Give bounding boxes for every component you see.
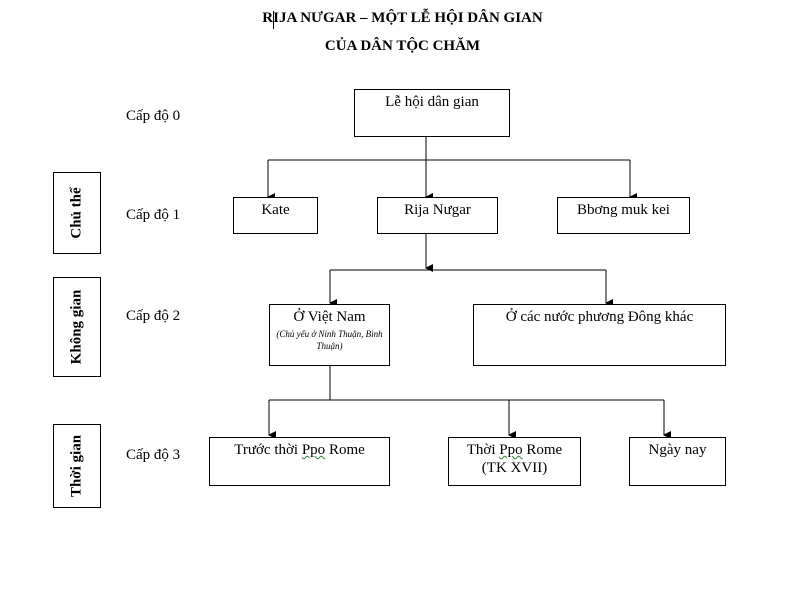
node-rija: Rija Nưgar	[377, 197, 498, 234]
level-1-label: Cấp độ 1	[126, 207, 181, 223]
node-before-suffix: Rome	[325, 442, 365, 458]
node-bbong-label: Bbơng muk kei	[577, 202, 670, 218]
title-line-2: CỦA DÂN TỘC CHĂM	[324, 38, 481, 54]
node-before: Trước thời Ppo Rome	[209, 437, 390, 486]
node-during-prefix: Thời	[466, 442, 500, 458]
node-kate-label: Kate	[261, 202, 290, 218]
node-vietnam-label: Ở Việt Nam	[293, 309, 366, 325]
level-2-label: Cấp độ 2	[126, 308, 181, 324]
node-root: Lễ hội dân gian	[354, 89, 510, 137]
node-before-prefix: Trước thời	[234, 442, 302, 458]
node-during-suffix: Rome	[522, 442, 563, 458]
node-east: Ở các nước phương Đông khác	[473, 304, 726, 366]
node-vietnam-note: (Chủ yếu ở Ninh Thuận, Bình Thuận)	[276, 329, 383, 351]
title-line-1: RIJA NƯGAR – MỘT LỄ HỘI DÂN GIAN	[262, 10, 543, 26]
node-before-word: Ppo	[301, 442, 326, 458]
node-during: Thời Ppo Rome (TK XVII)	[448, 437, 581, 486]
node-root-label: Lễ hội dân gian	[385, 94, 479, 110]
text-cursor	[273, 11, 274, 29]
level-0-label: Cấp độ 0	[126, 108, 181, 124]
node-east-label: Ở các nước phương Đông khác	[505, 309, 694, 325]
node-now: Ngày nay	[629, 437, 726, 486]
node-kate: Kate	[233, 197, 318, 234]
node-rija-label: Rija Nưgar	[404, 202, 471, 218]
node-vietnam: Ở Việt Nam (Chủ yếu ở Ninh Thuận, Bình T…	[269, 304, 390, 366]
node-bbong: Bbơng muk kei	[557, 197, 690, 234]
side-label-box-subject: Chủ thể	[53, 172, 101, 254]
node-now-label: Ngày nay	[648, 442, 707, 458]
side-label-box-time: Thời gian	[53, 424, 101, 508]
node-during-word: Ppo	[499, 442, 523, 458]
level-3-label: Cấp độ 3	[126, 447, 181, 463]
node-during-note: (TK XVII)	[481, 460, 548, 476]
side-label-box-space: Không gian	[53, 277, 101, 377]
